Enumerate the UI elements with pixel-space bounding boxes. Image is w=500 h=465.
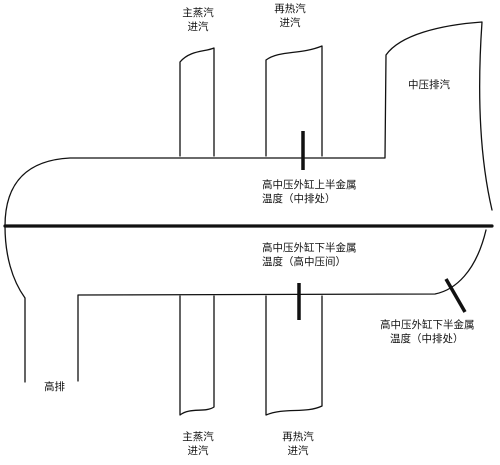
reheat-inlet-top-line2: 进汽 [279,17,301,29]
reheat-inlet-top-line1: 再热汽 [274,3,306,15]
main-steam-inlet-bottom-label: 主蒸汽 进汽 [178,430,218,458]
main-steam-inlet-top-line2: 进汽 [187,21,209,33]
main-steam-inlet-bottom-line1: 主蒸汽 [182,431,214,443]
upper-casing-outline [4,21,493,227]
lower-half-temp-right-line1: 高中压外缸下半金属 [380,319,475,331]
lower-half-temp-mid-label: 高中压外缸下半金属 温度（高中压间） [262,241,357,269]
reheat-inlet-bottom-line1: 再热汽 [282,431,314,443]
ip-exhaust-label: 中压排汽 [408,79,450,91]
reheat-pipe-bottom [265,295,323,416]
lower-half-temp-right-line2: 温度（中排处） [390,333,464,345]
lower-right-temp-sensor-mark [444,278,467,313]
lower-half-temp-mid-line2: 温度（高中压间） [262,256,346,268]
reheat-inlet-bottom-line2: 进汽 [287,445,309,457]
main-steam-inlet-top-line1: 主蒸汽 [182,7,214,19]
reheat-inlet-top-label: 再热汽 进汽 [268,2,312,30]
reheat-pipe-top [265,45,323,157]
hp-exhaust-pipe-right [77,229,487,382]
main-steam-inlet-top-label: 主蒸汽 进汽 [178,6,218,34]
lower-half-temp-mid-line1: 高中压外缸下半金属 [262,242,357,254]
upper-half-temp-line2: 温度（中排处） [262,193,336,205]
hp-exhaust-label: 高排 [44,381,65,393]
main-steam-pipe-top [179,47,215,157]
reheat-inlet-bottom-label: 再热汽 进汽 [276,430,320,458]
main-steam-pipe-bottom [179,295,215,416]
lower-casing-outline [4,225,26,383]
main-steam-inlet-bottom-line2: 进汽 [187,445,209,457]
lower-half-temp-right-label: 高中压外缸下半金属 温度（中排处） [380,318,475,346]
upper-half-temp-label: 高中压外缸上半金属 温度（中排处） [262,178,357,206]
upper-half-temp-line1: 高中压外缸上半金属 [262,179,357,191]
